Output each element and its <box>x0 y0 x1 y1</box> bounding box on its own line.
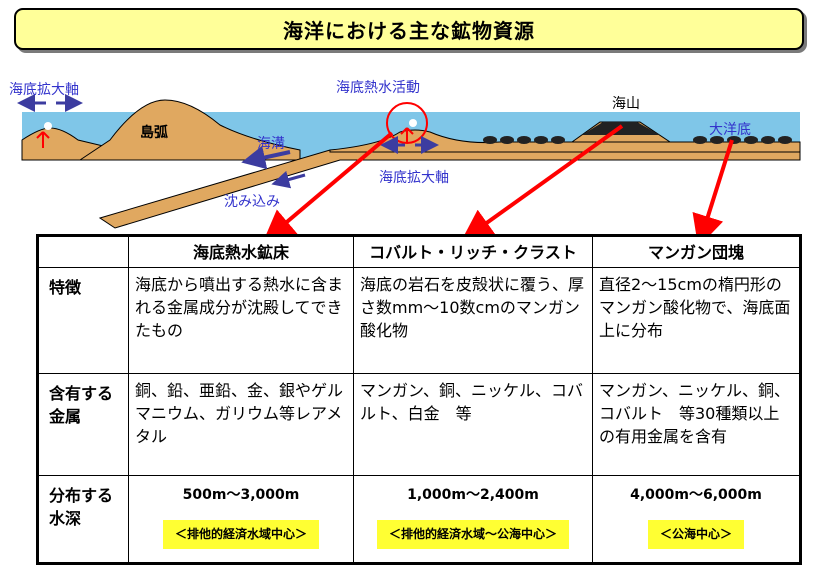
row-label-features: 特徴 <box>37 267 129 374</box>
depth-value: 4,000m～6,000m <box>630 487 762 503</box>
row-label-metals: 含有する金属 <box>37 373 129 476</box>
depth-value: 500m～3,000m <box>182 487 300 503</box>
cell-features-hydrothermal: 海底から噴出する熱水に含まれる金属成分が沈殿してできたもの <box>128 267 354 374</box>
cell-features-cobalt: 海底の岩石を皮殻状に覆う、厚さ数mm～10数cmのマンガン酸化物 <box>353 267 593 374</box>
page-title: 海洋における主な鉱物資源 <box>283 18 535 43</box>
header-manganese-nodule: マンガン団塊 <box>592 235 801 268</box>
table-row-features: 特徴 海底から噴出する熱水に含まれる金属成分が沈殿してできたもの 海底の岩石を皮… <box>37 267 801 374</box>
header-empty <box>37 235 129 268</box>
table-row-depth: 分布する水深 500m～3,000m ＜排他的経済水域中心＞ 1,000m～2,… <box>37 475 801 564</box>
manganese-nodules <box>483 136 792 144</box>
label-seamount: 海山 <box>612 96 640 112</box>
label-ocean-floor: 大洋底 <box>709 122 751 138</box>
table-row-metals: 含有する金属 銅、鉛、亜鉛、金、銀やゲルマニウム、ガリウム等レアメタル マンガン… <box>37 373 801 476</box>
label-ridge-center: 海底拡大軸 <box>379 170 449 186</box>
arrow-to-hydrothermal <box>262 131 394 243</box>
cell-metals-manganese: マンガン、ニッケル、銅、コバルト 等30種類以上の有用金属を含有 <box>592 373 801 476</box>
subduction-arrow <box>271 170 306 189</box>
label-ridge-left: 海底拡大軸 <box>9 82 79 98</box>
center-vent-plume <box>409 119 417 127</box>
header-cobalt-rich-crust: コバルト・リッチ・クラスト <box>353 235 593 268</box>
label-hydrothermal: 海底熱水活動 <box>336 80 420 96</box>
zone-badge: ＜排他的経済水域～公海中心＞ <box>376 520 569 549</box>
cell-metals-hydrothermal: 銅、鉛、亜鉛、金、銀やゲルマニウム、ガリウム等レアメタル <box>128 373 354 476</box>
cell-depth-hydrothermal: 500m～3,000m ＜排他的経済水域中心＞ <box>128 475 354 564</box>
label-island-arc: 島弧 <box>140 124 168 141</box>
mineral-resources-table: 海底熱水鉱床 コバルト・リッチ・クラスト マンガン団塊 特徴 海底から噴出する熱… <box>36 234 802 565</box>
center-vent-icon <box>400 127 414 142</box>
left-vent-icon <box>36 131 50 148</box>
arrow-to-manganese-nodules <box>692 139 734 248</box>
depth-value: 1,000m～2,400m <box>407 487 539 503</box>
arrow-to-cobalt-crust <box>460 124 624 242</box>
label-trench: 海溝 <box>257 136 285 152</box>
label-subduction: 沈み込み <box>224 194 280 210</box>
island-arc-crust <box>78 99 301 161</box>
hydrothermal-highlight-circle <box>386 102 428 144</box>
table-header-row: 海底熱水鉱床 コバルト・リッチ・クラスト マンガン団塊 <box>37 235 801 268</box>
cell-depth-manganese: 4,000m～6,000m ＜公海中心＞ <box>592 475 801 564</box>
left-vent-plume <box>44 122 52 130</box>
row-label-depth: 分布する水深 <box>37 475 129 564</box>
cell-depth-cobalt: 1,000m～2,400m ＜排他的経済水域～公海中心＞ <box>353 475 593 564</box>
cell-features-manganese: 直径2～15cmの楕円形のマンガン酸化物で、海底面上に分布 <box>592 267 801 374</box>
subducting-plate <box>98 149 801 229</box>
header-hydrothermal-deposit: 海底熱水鉱床 <box>128 235 354 268</box>
zone-badge: ＜排他的経済水域中心＞ <box>162 520 319 549</box>
trench-arrow <box>241 145 291 170</box>
cell-metals-cobalt: マンガン、銅、ニッケル、コバルト、白金 等 <box>353 373 593 476</box>
title-banner: 海洋における主な鉱物資源 <box>14 8 804 50</box>
zone-badge: ＜公海中心＞ <box>647 520 744 549</box>
